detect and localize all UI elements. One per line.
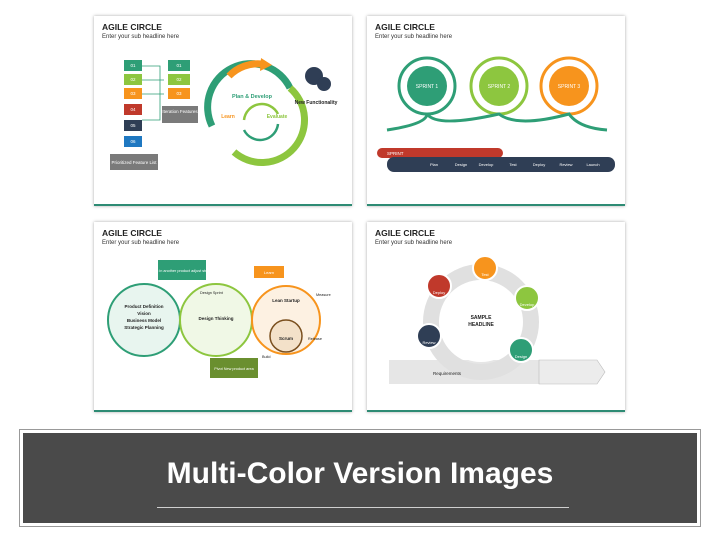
banner-divider bbox=[157, 507, 569, 508]
sprint-steps-bar bbox=[387, 157, 615, 172]
slide-4[interactable]: AGILE CIRCLE Enter your sub headline her… bbox=[367, 222, 625, 412]
pivot-label: Pivot New product area bbox=[214, 367, 254, 371]
backlog-item: 03 bbox=[130, 91, 136, 96]
sprint-label: SPRINT 1 bbox=[416, 84, 439, 90]
prioritized-list-label: Prioritized Feature List bbox=[111, 160, 157, 165]
cycle-top-label: Plan & Develop bbox=[232, 94, 273, 100]
step-label: Develop bbox=[479, 162, 494, 167]
step-label: Deploy bbox=[533, 162, 545, 167]
slide-3-subtitle: Enter your sub headline here bbox=[102, 240, 180, 246]
backlog-stack: 01 02 03 04 05 06 bbox=[124, 60, 142, 147]
step-label: Review bbox=[559, 162, 572, 167]
iteration-item: 01 bbox=[176, 63, 182, 68]
node-label: Deploy bbox=[433, 290, 445, 295]
sprint-label: SPRINT 3 bbox=[558, 84, 581, 90]
slide-4-diagram: Test Develop Design Deploy Review SAMPLE… bbox=[389, 255, 606, 385]
left-circle-line: Product Definition bbox=[125, 304, 164, 309]
slide-1-diagram: 01 02 03 04 05 06 01 02 03 Iteration Fea… bbox=[110, 58, 338, 170]
requirements-label: Requirements bbox=[433, 371, 462, 376]
backlog-item: 01 bbox=[130, 63, 136, 68]
cycle-left-label: Learn bbox=[221, 114, 235, 120]
slide-2-diagram: SPRINT 1 SPRINT 2 SPRINT 3 SPRINT Plan D… bbox=[377, 56, 615, 172]
center-line: HEADLINE bbox=[468, 322, 494, 328]
iteration-item: 03 bbox=[176, 91, 182, 96]
node-label: Design bbox=[515, 354, 527, 359]
slide-4-subtitle: Enter your sub headline here bbox=[375, 240, 453, 246]
step-label: Test bbox=[509, 162, 517, 167]
iteration-item: 02 bbox=[176, 77, 182, 82]
invest-box bbox=[158, 260, 206, 280]
slide-1-title: AGILE CIRCLE bbox=[102, 22, 162, 32]
cycle-right-label: Evaluate bbox=[267, 114, 288, 120]
left-circle-line: Vision bbox=[137, 311, 151, 316]
slide-3-title: AGILE CIRCLE bbox=[102, 228, 162, 238]
slide-4-title: AGILE CIRCLE bbox=[375, 228, 435, 238]
backlog-item: 02 bbox=[130, 77, 136, 82]
measure-label: Measure bbox=[316, 293, 331, 297]
sprint-label: SPRINT 2 bbox=[488, 84, 511, 90]
prioritized-list-box bbox=[110, 154, 158, 170]
build-label: Build bbox=[262, 355, 270, 359]
sprint-tag bbox=[377, 148, 503, 158]
slide-3-diagram: Product Definition Vision Business Model… bbox=[107, 260, 331, 378]
backlog-item: 06 bbox=[130, 139, 136, 144]
slide-2[interactable]: AGILE CIRCLE Enter your sub headline her… bbox=[367, 16, 625, 206]
slide-2-title: AGILE CIRCLE bbox=[375, 22, 435, 32]
slide-3[interactable]: AGILE CIRCLE Enter your sub headline her… bbox=[94, 222, 352, 412]
invest-label: Invest in another product adjust strateg… bbox=[148, 269, 216, 273]
left-circle-line: Strategic Planning bbox=[124, 325, 164, 330]
banner: Multi-Color Version Images bbox=[19, 429, 701, 527]
mid-circle-label: Design Thinking bbox=[198, 316, 233, 321]
step-label: Design bbox=[455, 162, 467, 167]
node-label: Develop bbox=[520, 302, 535, 307]
pivot-box bbox=[210, 358, 258, 378]
release-label: Release bbox=[308, 337, 322, 341]
requirements-arrow bbox=[538, 359, 606, 385]
slide-1-subtitle: Enter your sub headline here bbox=[102, 34, 180, 40]
right-circle-label: Lean Startup bbox=[272, 298, 300, 303]
backlog-item: 04 bbox=[130, 107, 136, 112]
node-label: Test bbox=[481, 272, 489, 277]
node-label: Review bbox=[422, 340, 435, 345]
step-label: Launch bbox=[586, 162, 599, 167]
learn-label: Learn bbox=[264, 270, 274, 275]
scrum-label: Scrum bbox=[279, 336, 293, 341]
step-label: Plan bbox=[430, 162, 438, 167]
design-sprint-label: Design Sprint bbox=[200, 291, 224, 295]
banner-title: Multi-Color Version Images bbox=[166, 457, 554, 490]
slide-2-subtitle: Enter your sub headline here bbox=[375, 34, 453, 40]
left-circle-line: Business Model bbox=[127, 318, 161, 323]
iteration-features-box bbox=[162, 106, 198, 123]
learn-box bbox=[254, 266, 284, 278]
center-line: SAMPLE bbox=[471, 315, 493, 321]
iteration-features-label: Iteration Features bbox=[162, 109, 198, 114]
backlog-item: 05 bbox=[130, 123, 136, 128]
new-functionality-label: New Functionality bbox=[295, 100, 338, 106]
slide-1[interactable]: AGILE CIRCLE Enter your sub headline her… bbox=[94, 16, 352, 206]
sprint-tag-label: SPRINT bbox=[387, 151, 404, 156]
